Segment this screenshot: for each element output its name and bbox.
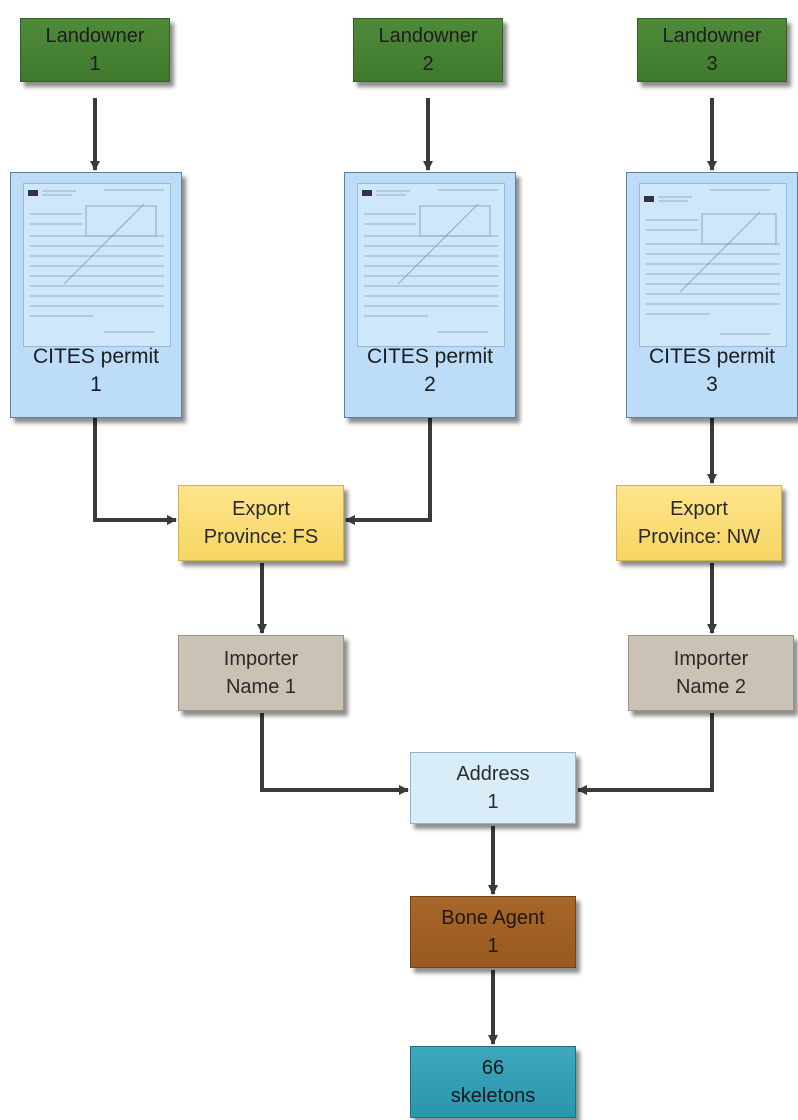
importer-2-label: Importer	[673, 648, 749, 670]
skeletons-count-box: 66 skeletons	[410, 1046, 576, 1118]
importer-1-name: Name 1	[225, 676, 297, 698]
permit-document-thumbnail	[639, 183, 787, 347]
export-fs-province: Province: FS	[203, 526, 319, 548]
skeletons-count: 66	[481, 1057, 505, 1079]
permit-document-thumbnail	[23, 183, 171, 347]
cites-permit-2-label: CITES permit	[366, 345, 494, 368]
cites-permit-2-box: CITES permit 2	[344, 172, 516, 418]
address-1-box: Address 1	[410, 752, 576, 824]
cites-permit-1-number: 1	[90, 373, 102, 396]
importer-name-2-box: Importer Name 2	[628, 635, 794, 711]
importer-1-label: Importer	[223, 648, 299, 670]
cites-permit-1-label: CITES permit	[32, 345, 160, 368]
landowner-1-label: Landowner	[45, 25, 145, 47]
address-label: Address	[456, 763, 530, 785]
arrow-importer1-address	[260, 713, 409, 795]
cites-permit-3-box: CITES permit 3	[626, 172, 798, 418]
cites-permit-3-number: 3	[706, 373, 718, 396]
export-province-fs-box: Export Province: FS	[178, 485, 344, 561]
arrow-importer2-address	[577, 713, 714, 795]
export-nw-province: Province: NW	[637, 526, 761, 548]
export-fs-label: Export	[232, 498, 290, 520]
importer-2-name: Name 2	[675, 676, 747, 698]
landowner-3-label: Landowner	[662, 25, 762, 47]
permit-document-thumbnail	[357, 183, 505, 347]
landowner-3-number: 3	[706, 53, 718, 75]
address-number: 1	[487, 791, 499, 813]
landowner-2-label: Landowner	[378, 25, 478, 47]
bone-agent-1-box: Bone Agent 1	[410, 896, 576, 968]
cites-permit-1-box: CITES permit 1	[10, 172, 182, 418]
landowner-2-box: Landowner 2	[353, 18, 503, 82]
landowner-2-number: 2	[422, 53, 434, 75]
bone-agent-label: Bone Agent	[441, 907, 545, 929]
bone-agent-number: 1	[487, 935, 499, 957]
export-province-nw-box: Export Province: NW	[616, 485, 782, 561]
export-nw-label: Export	[670, 498, 728, 520]
skeletons-label: skeletons	[450, 1085, 536, 1107]
arrow-permit1-export-fs	[93, 418, 177, 525]
cites-permit-2-number: 2	[424, 373, 436, 396]
importer-name-1-box: Importer Name 1	[178, 635, 344, 711]
cites-permit-3-label: CITES permit	[648, 345, 776, 368]
landowner-3-box: Landowner 3	[637, 18, 787, 82]
landowner-1-box: Landowner 1	[20, 18, 170, 82]
landowner-1-number: 1	[89, 53, 101, 75]
arrow-permit2-export-fs	[345, 418, 432, 525]
